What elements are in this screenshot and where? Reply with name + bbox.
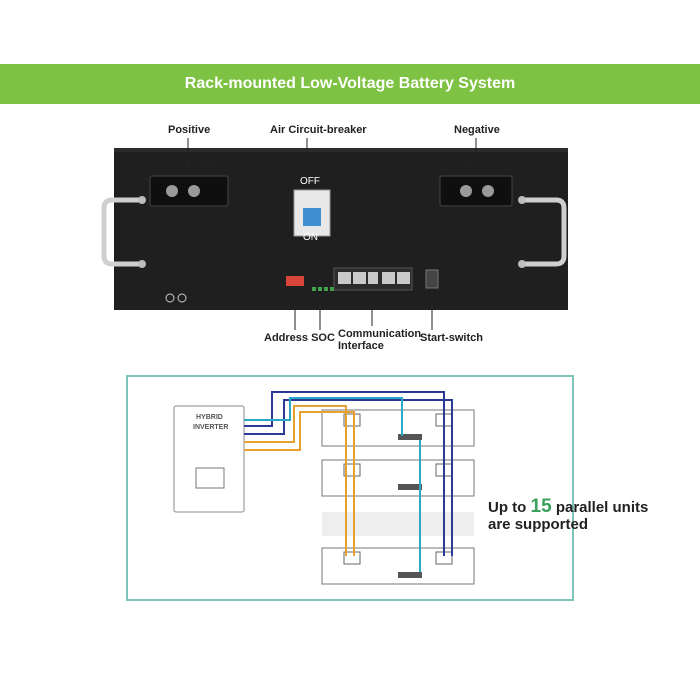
start-switch: [425, 269, 439, 289]
diagram-frame: [126, 375, 574, 601]
negative-wire: [244, 399, 453, 556]
soc-led: [330, 287, 334, 291]
positive-label: Positive: [168, 124, 211, 136]
address-soc-label: Address SOC: [264, 332, 335, 344]
parallel-prefix: Up to: [488, 499, 527, 516]
rj45-port: [397, 272, 410, 284]
rj45-port: [353, 272, 366, 284]
negative-terminal: [439, 175, 513, 207]
title-banner: Rack-mounted Low-Voltage Battery System: [0, 64, 700, 104]
inverter-label-line1: HYBRID: [196, 414, 223, 421]
inverter-display: [195, 467, 225, 489]
positive-wire: [244, 405, 347, 556]
communication-label-line2: Interface: [338, 340, 384, 352]
breaker-label: Air Circuit-breaker: [270, 124, 367, 136]
communication-wire: [244, 397, 403, 436]
positive-wire: [244, 411, 355, 556]
battery-module: [321, 547, 475, 585]
inverter-label-line2: INVERTER: [193, 424, 229, 431]
negative-label: Negative: [454, 124, 500, 136]
right-handle: [522, 197, 567, 267]
hybrid-inverter: [173, 405, 245, 513]
soc-led: [324, 287, 328, 291]
parallel-suffix: parallel units: [555, 499, 649, 516]
left-handle: [101, 197, 140, 267]
soc-led: [312, 287, 316, 291]
parallel-line2: are supported: [488, 516, 589, 533]
plus-sign-2: +: [204, 158, 213, 174]
ground-icon: [165, 293, 175, 303]
breaker-off-label: OFF: [300, 176, 320, 187]
plus-sign-1: +: [184, 158, 193, 174]
screw-icon: [177, 293, 187, 303]
omitted-modules-placeholder: [322, 512, 474, 536]
soc-led: [318, 287, 322, 291]
parallel-count: 15: [530, 496, 552, 517]
breaker-toggle: [303, 208, 321, 226]
minus-sign-1: —: [462, 158, 472, 169]
battery-module: [321, 409, 475, 447]
breaker-on-label: ON: [303, 232, 318, 243]
communication-interface-label: Communication Interface: [338, 328, 421, 352]
parallel-units-text: Up to 15 parallel units are supported: [488, 496, 649, 533]
communication-label-line1: Communication: [338, 328, 422, 340]
start-switch-label: Start-switch: [420, 332, 483, 344]
negative-wire: [244, 391, 445, 556]
address-dip-switch: [286, 276, 304, 286]
rj45-port: [338, 272, 351, 284]
rj45-port: [368, 272, 378, 284]
minus-sign-2: —: [484, 158, 494, 169]
page-title: Rack-mounted Low-Voltage Battery System: [184, 75, 516, 92]
rj45-port: [382, 272, 395, 284]
